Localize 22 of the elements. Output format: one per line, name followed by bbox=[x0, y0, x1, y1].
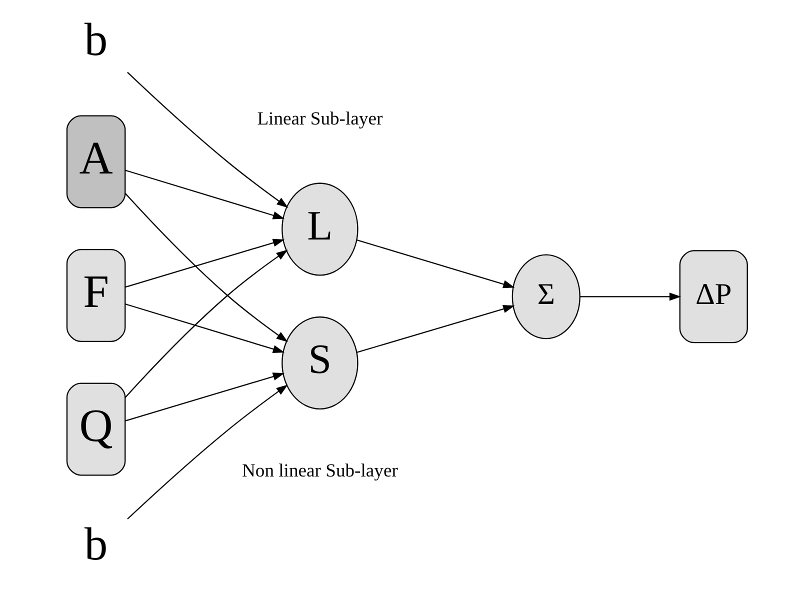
arrow bbox=[124, 372, 284, 422]
arrow bbox=[124, 238, 284, 288]
arrow bbox=[356, 305, 514, 353]
node-box: ΔP bbox=[678, 250, 748, 344]
node-text: b bbox=[84, 520, 108, 571]
node-label: Non linear Sub-layer bbox=[241, 460, 398, 482]
arrow bbox=[124, 193, 288, 342]
node-text: b bbox=[84, 14, 108, 66]
arrow bbox=[124, 170, 284, 220]
arrow bbox=[124, 304, 284, 354]
node-box: F bbox=[66, 248, 126, 342]
arrow bbox=[356, 239, 514, 288]
node-box: A bbox=[66, 115, 126, 208]
node-ellipse: S bbox=[281, 316, 358, 410]
arrow bbox=[126, 72, 288, 208]
node-ellipse: L bbox=[281, 182, 358, 276]
node-box: Q bbox=[66, 382, 126, 476]
arrow bbox=[126, 384, 288, 520]
node-ellipse: Σ bbox=[511, 254, 580, 340]
arrow bbox=[124, 250, 288, 398]
arrow bbox=[579, 292, 681, 301]
node-label: Linear Sub-layer bbox=[256, 108, 382, 130]
